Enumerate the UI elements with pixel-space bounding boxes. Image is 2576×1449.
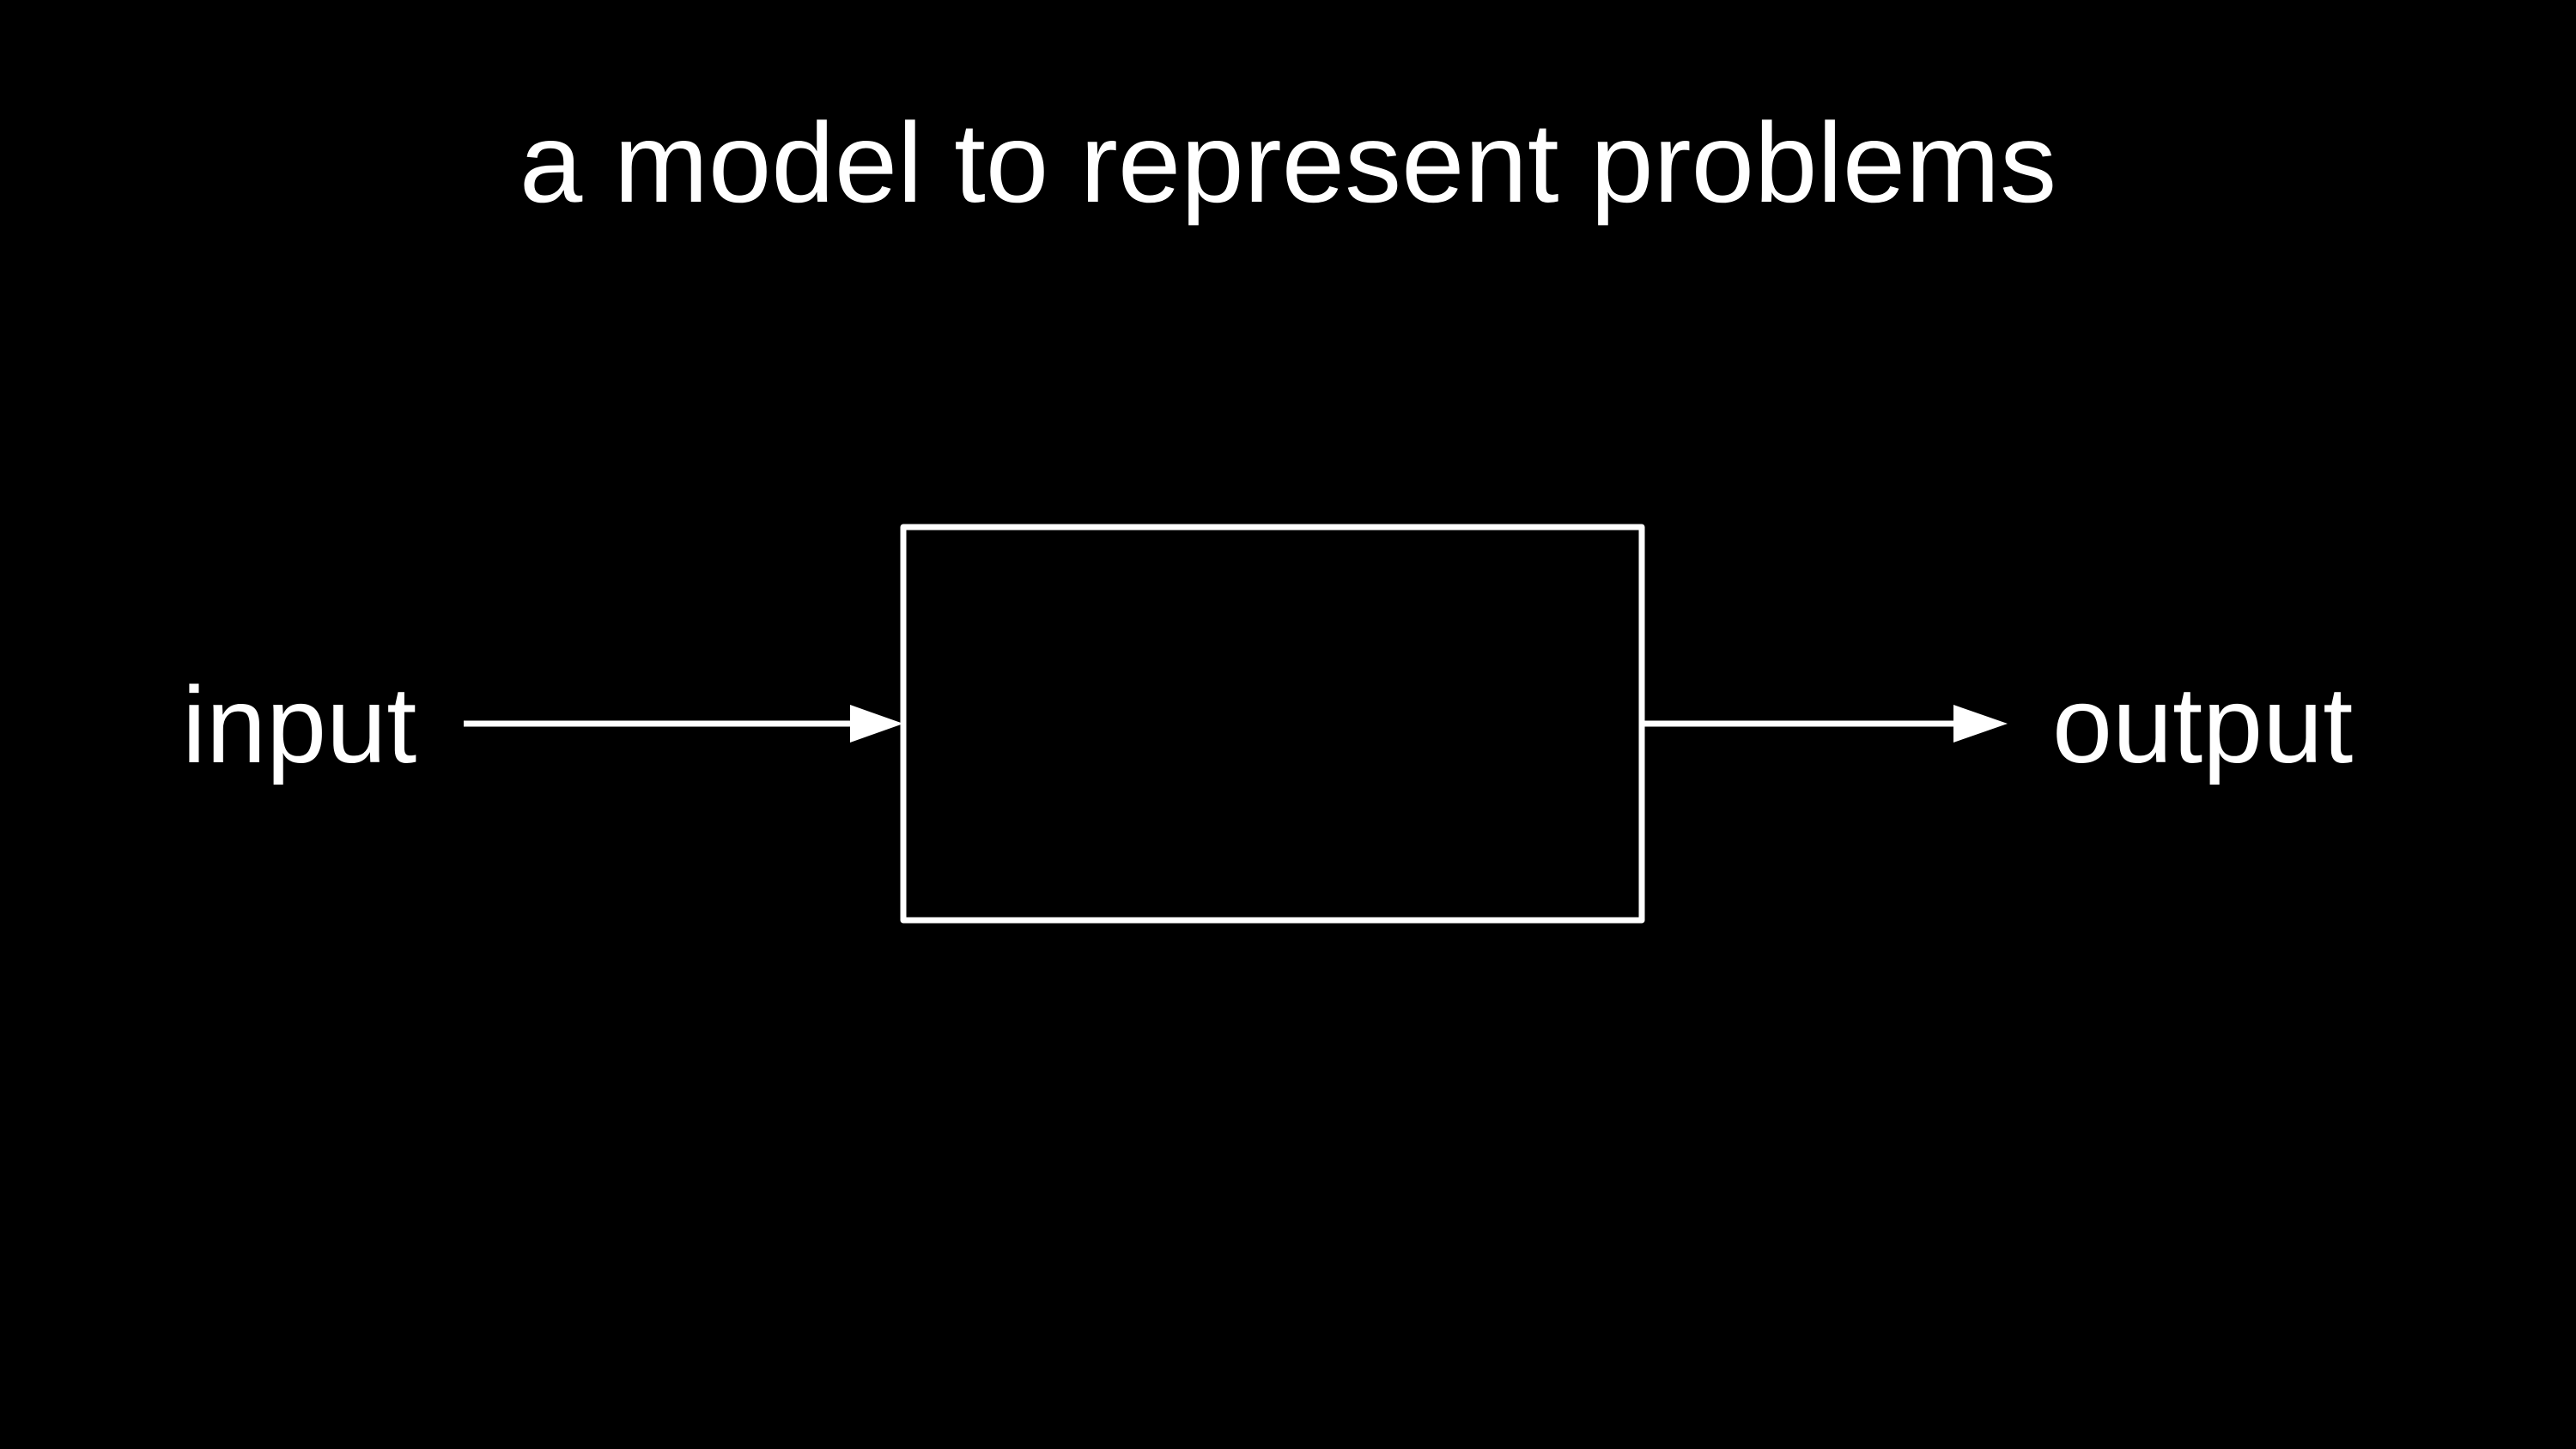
input-label: input xyxy=(182,664,417,785)
process-box xyxy=(900,524,1645,924)
output-arrowhead-icon xyxy=(1953,705,2008,743)
slide-title: a model to represent problems xyxy=(519,100,2057,226)
output-label: output xyxy=(2052,664,2354,785)
input-arrowhead-icon xyxy=(850,705,903,743)
